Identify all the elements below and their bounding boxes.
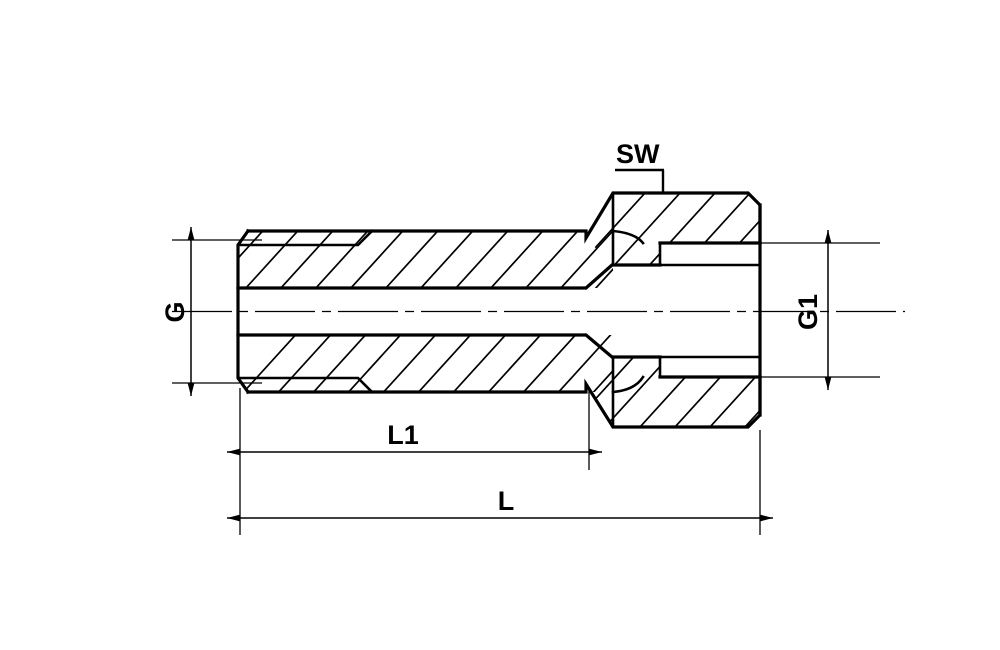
shoulder-fillet-lower (611, 375, 645, 394)
section-hatching-lower-shank (238, 335, 613, 392)
dim-G-label: G (160, 301, 190, 322)
lower-bore-wall (236, 333, 662, 359)
dim-L1-label: L1 (387, 420, 419, 450)
dim-G1-label: G1 (793, 294, 823, 330)
left-end-face (236, 228, 251, 395)
dimension-L: L (227, 430, 773, 535)
dim-SW-label: SW (616, 139, 660, 169)
dimension-SW: SW (615, 139, 665, 193)
dimension-L1: L1 (227, 388, 602, 470)
section-hatching-lower-hex (586, 357, 760, 427)
lower-outer-profile (246, 375, 762, 429)
upper-bore-wall (236, 263, 662, 290)
dim-L-label: L (498, 486, 515, 516)
section-hatching-upper-hex (586, 193, 760, 265)
shoulder-fillet-upper (611, 229, 645, 245)
bore-cone-lower (584, 333, 614, 359)
bore-cone-upper (584, 263, 614, 290)
dimension-G: G (160, 227, 262, 396)
dimension-G1: G1 (757, 230, 880, 390)
